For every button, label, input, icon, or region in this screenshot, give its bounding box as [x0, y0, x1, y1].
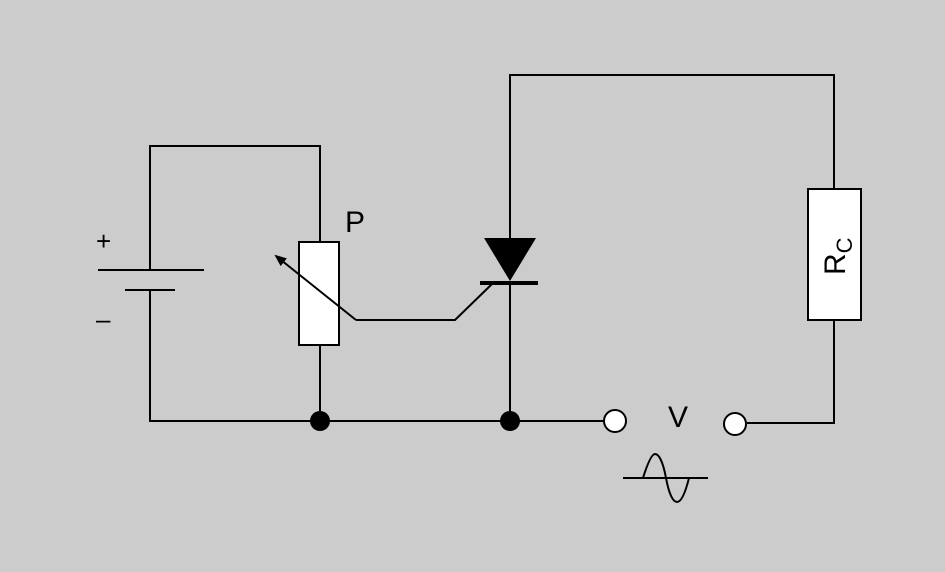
thyristor [480, 238, 538, 285]
terminal-right [723, 412, 747, 436]
junction-dot-right [500, 411, 520, 431]
potentiometer-body [298, 241, 340, 346]
wire-gate [356, 283, 493, 321]
thyristor-triangle [484, 238, 536, 281]
terminal-left [603, 409, 627, 433]
ac-supply: V [603, 401, 747, 504]
potentiometer: P [274, 206, 365, 346]
wires [149, 74, 835, 424]
load-resistor-body [807, 188, 862, 321]
wire-battery-top [149, 145, 321, 270]
sine-wave-icon [642, 452, 690, 504]
potentiometer-label: P [345, 206, 365, 239]
battery-plus-label: + [96, 226, 111, 256]
potentiometer-wiper-arrow [274, 254, 357, 321]
junction-dot-left [310, 411, 330, 431]
load-resistor-label: RC [819, 237, 857, 275]
wire-load-bottom [747, 320, 835, 424]
wire-top-rail [509, 74, 835, 238]
battery: + – [96, 226, 204, 334]
battery-minus-label: – [96, 304, 111, 334]
load-resistor: RC [807, 188, 862, 321]
supply-voltage-label: V [668, 401, 688, 434]
wire-battery-bottom [149, 290, 320, 422]
